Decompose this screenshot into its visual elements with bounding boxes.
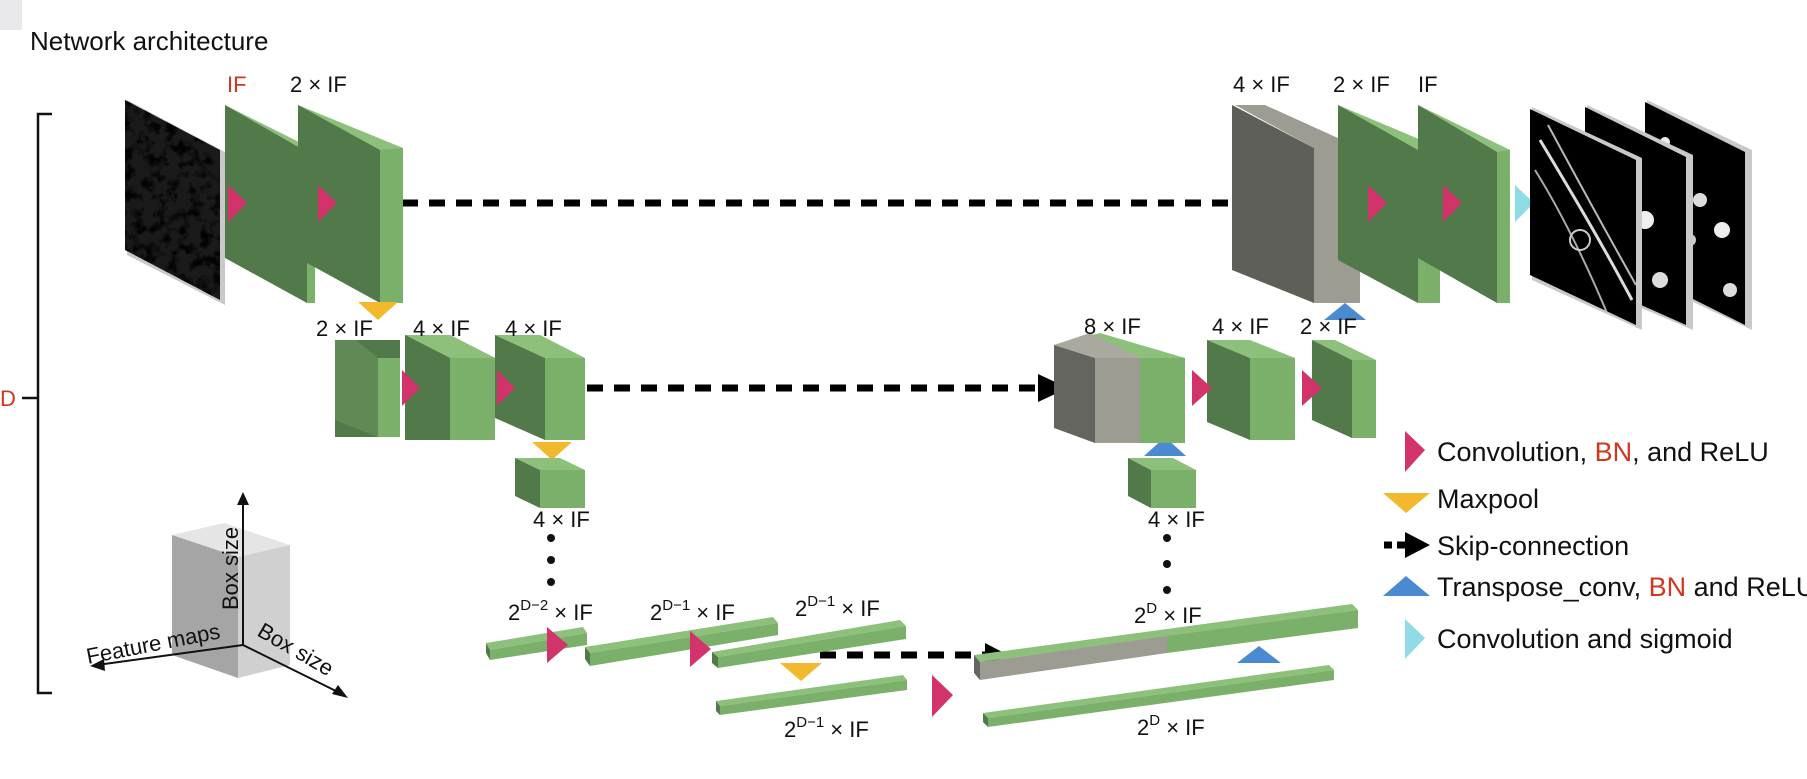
bottom-pooled-label: 2D−1 × IF	[784, 714, 869, 742]
legend-item-transpose: Transpose_conv, BN and ReLU	[1383, 572, 1807, 602]
maxpool-arrow	[532, 442, 572, 460]
legend-item-maxpool: Maxpool	[1383, 484, 1539, 514]
legend: Convolution, BN, and ReLU Maxpool Skip-c…	[1383, 431, 1807, 659]
output-image-1	[1530, 107, 1642, 330]
conv-bn-relu-arrow-icon	[1405, 431, 1425, 472]
bottom-concat-label: 2D × IF	[1134, 600, 1202, 628]
encoder-l2-block1	[335, 340, 400, 437]
axes-cube-icon: Box size Feature maps Box size	[84, 492, 348, 698]
conv-arrow	[932, 675, 953, 717]
enc-l3-label: 4 × IF	[533, 507, 590, 532]
transpose-conv-arrow	[1144, 437, 1186, 456]
legend-text-skip: Skip-connection	[1437, 531, 1629, 561]
dec-l2-label-3: 2 × IF	[1300, 314, 1357, 339]
legend-text-conv: Convolution, BN, and ReLU	[1437, 437, 1769, 467]
bottom-label-1: 2D−2 × IF	[508, 597, 593, 625]
encoder-l2-block2	[405, 335, 495, 440]
skip-arrowhead-level2	[1038, 374, 1068, 402]
legend-item-sigmoid: Convolution and sigmoid	[1405, 619, 1733, 659]
encoder-l1-block2	[298, 105, 403, 303]
bottom-decoder-upconv-bar	[983, 665, 1334, 727]
conv-arrow	[1443, 185, 1462, 222]
dec-l1-label-3: IF	[1418, 72, 1438, 97]
maxpool-arrow	[780, 663, 822, 681]
legend-text-sigmoid: Convolution and sigmoid	[1437, 624, 1733, 654]
conv-arrow	[1302, 370, 1322, 406]
enc-l2-label-1: 2 × IF	[316, 316, 373, 341]
conv-arrow	[318, 185, 337, 222]
axis-label-vertical: Box size	[218, 527, 243, 610]
dec-l2-label-2: 4 × IF	[1212, 314, 1269, 339]
conv-arrow	[547, 627, 568, 663]
ellipsis-dots-decoder	[1163, 534, 1171, 594]
conv-arrow	[690, 631, 711, 667]
legend-item-skip: Skip-connection	[1384, 531, 1629, 561]
diagram-title: Network architecture	[30, 26, 268, 56]
encoder-l2-block3	[495, 335, 585, 440]
conv-arrow	[497, 370, 515, 406]
enc-l1-block2-label: 2 × IF	[290, 72, 347, 97]
depth-bracket: D	[0, 112, 52, 695]
legend-item-conv: Convolution, BN, and ReLU	[1405, 431, 1769, 472]
bottom-upconv-label: 2D × IF	[1137, 712, 1205, 740]
dec-l1-label-1: 4 × IF	[1233, 72, 1290, 97]
conv-arrow	[1368, 185, 1387, 222]
transpose-conv-arrow	[1237, 646, 1281, 663]
conv-sigmoid-arrow-icon	[1405, 619, 1425, 659]
enc-l2-label-2: 4 × IF	[413, 316, 470, 341]
depth-label: D	[0, 386, 16, 411]
decoder-l2-concat-block	[1054, 333, 1185, 443]
conv-arrow	[402, 370, 420, 406]
bottom-decoder-concat-bar	[974, 604, 1358, 680]
decoder-l2-block2	[1207, 340, 1295, 440]
conv-arrow	[228, 185, 247, 222]
corner-tab	[0, 0, 22, 30]
maxpool-arrow-icon	[1383, 493, 1430, 513]
legend-text-maxpool: Maxpool	[1437, 484, 1539, 514]
maxpool-arrow	[358, 302, 398, 320]
dec-l3-label: 4 × IF	[1148, 507, 1205, 532]
conv-arrow	[1192, 370, 1212, 406]
enc-l2-label-3: 4 × IF	[505, 316, 562, 341]
input-image	[125, 100, 225, 305]
decoder-l2-block3	[1312, 340, 1376, 438]
bottom-encoder-bar2	[585, 617, 778, 666]
dec-l1-label-2: 2 × IF	[1333, 72, 1390, 97]
transpose-conv-arrow	[1324, 303, 1366, 320]
bottom-pooled-bar	[716, 675, 907, 715]
bottom-label-3: 2D−1 × IF	[795, 593, 880, 621]
bottom-encoder-bar1	[486, 627, 587, 660]
sigmoid-arrow	[1515, 185, 1534, 222]
encoder-l3-block	[515, 458, 585, 508]
legend-text-transpose: Transpose_conv, BN and ReLU	[1437, 572, 1807, 602]
dec-l2-label-1: 8 × IF	[1084, 314, 1141, 339]
transpose-conv-arrow-icon	[1383, 576, 1430, 596]
encoder-l1-block1	[225, 105, 315, 303]
ellipsis-dots-encoder	[547, 534, 555, 586]
bottom-encoder-bar3	[712, 620, 906, 668]
enc-l1-input-label: IF	[227, 72, 247, 97]
bottom-label-2: 2D−1 × IF	[650, 597, 735, 625]
decoder-l3-block	[1128, 458, 1196, 508]
